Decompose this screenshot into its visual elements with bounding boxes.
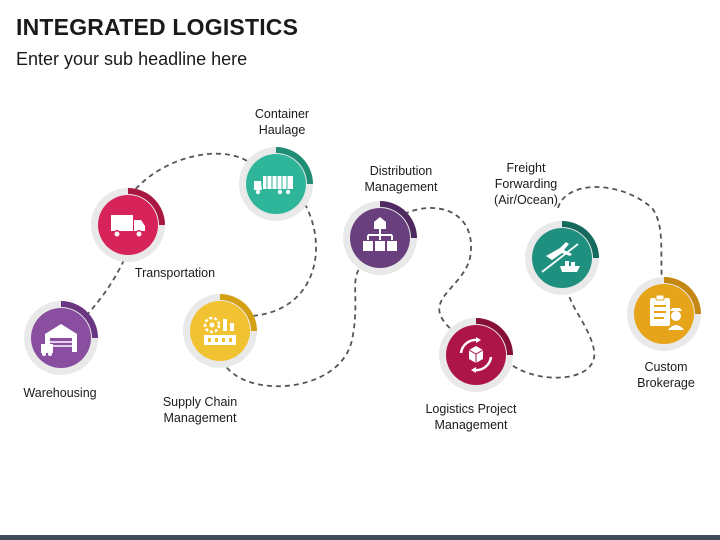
page-subtitle: Enter your sub headline here [16,49,248,69]
label-line: Forwarding [494,177,558,191]
node-custom-brokerage [627,277,701,351]
connector-path [85,152,663,387]
label-custom-brokerage: Custom Brokerage [626,359,706,391]
label-line: Supply Chain [162,395,238,409]
label-line: Custom [644,360,688,374]
node-transportation [91,188,165,262]
node-supply-chain-management [183,294,257,368]
node-warehousing [24,301,98,375]
label-warehousing: Warehousing [14,385,106,401]
node-logistics-project-management [439,318,513,392]
page-title: INTEGRATED LOGISTICS [16,14,299,40]
label-logistics-project-management: Logistics Project Management [416,401,526,433]
label-line: Logistics Project [425,402,517,416]
node-freight-forwarding [525,221,599,295]
label-line: Transportation [134,266,216,280]
node-distribution-management [343,201,417,275]
label-line: Management [364,180,438,194]
label-freight-forwarding: Freight Forwarding (Air/Ocean) [480,160,572,208]
label-line: (Air/Ocean) [494,193,558,207]
label-transportation: Transportation [124,265,226,281]
label-line: Brokerage [637,376,695,390]
node-container-haulage [239,147,313,221]
label-line: Management [434,418,508,432]
footer-bar [0,535,720,540]
label-distribution-management: Distribution Management [350,163,452,195]
label-line: Warehousing [23,386,97,400]
label-line: Management [163,411,237,425]
label-line: Distribution [369,164,433,178]
label-supply-chain-management: Supply Chain Management [150,394,250,426]
label-line: Haulage [258,123,306,137]
label-line: Container [254,107,310,121]
label-line: Freight [506,161,546,175]
label-container-haulage: Container Haulage [236,106,328,138]
